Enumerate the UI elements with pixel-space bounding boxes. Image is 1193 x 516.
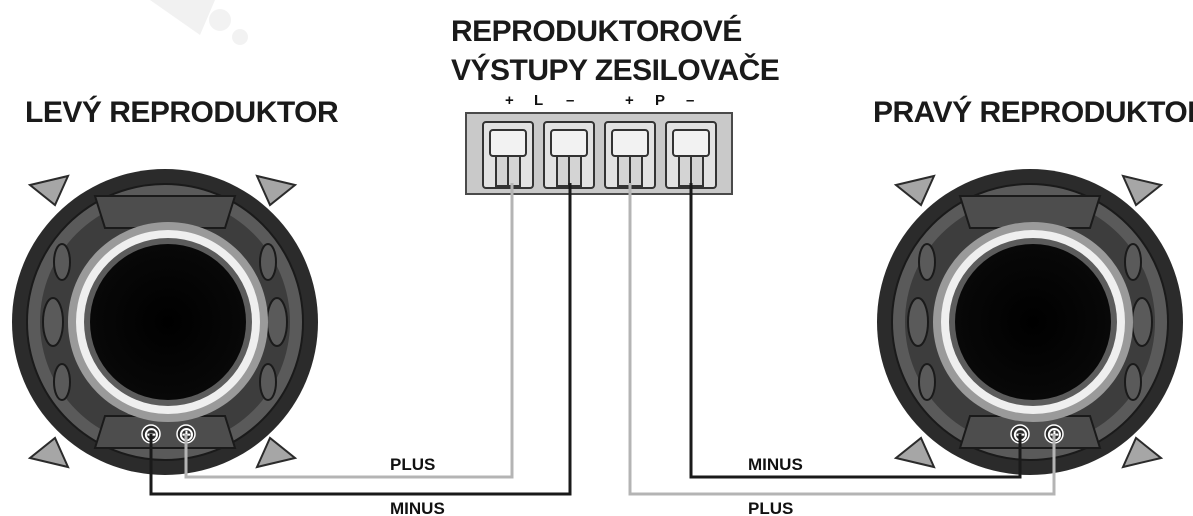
terminal-label-left-channel: L: [534, 92, 543, 109]
header-line1: REPRODUKTOROVÉ: [451, 14, 742, 48]
terminal-label-left-minus: –: [566, 92, 574, 109]
right-speaker: ⊖ ⊕: [877, 169, 1183, 475]
wire-label-left-minus: MINUS: [390, 499, 445, 516]
wire-label-right-minus: MINUS: [748, 455, 803, 474]
wire-label-left-plus: PLUS: [390, 455, 435, 474]
watermark-decoration: [150, 0, 248, 45]
wire-left-plus: [184, 183, 514, 479]
terminal-right-minus: [665, 121, 717, 189]
wire-right-minus: [689, 183, 1022, 479]
wire-right-plus: [628, 183, 1056, 496]
terminal-label-right-channel: P: [655, 92, 665, 109]
amplifier-terminal-block: [465, 112, 733, 195]
terminal-left-minus: [543, 121, 595, 189]
wire-left-minus: [149, 183, 572, 496]
left-speaker-title: LEVÝ REPRODUKTOR: [25, 95, 339, 129]
right-speaker-title: PRAVÝ REPRODUKTOR: [873, 95, 1193, 129]
terminal-label-left-plus: +: [505, 92, 514, 109]
terminal-label-right-minus: –: [686, 92, 694, 109]
terminal-right-plus: [604, 121, 656, 189]
left-speaker: ⊖ ⊕: [12, 169, 318, 475]
wire-label-right-plus: PLUS: [748, 499, 793, 516]
header-line2: VÝSTUPY ZESILOVAČE: [451, 53, 779, 87]
terminal-label-right-plus: +: [625, 92, 634, 109]
terminal-left-plus: [482, 121, 534, 189]
